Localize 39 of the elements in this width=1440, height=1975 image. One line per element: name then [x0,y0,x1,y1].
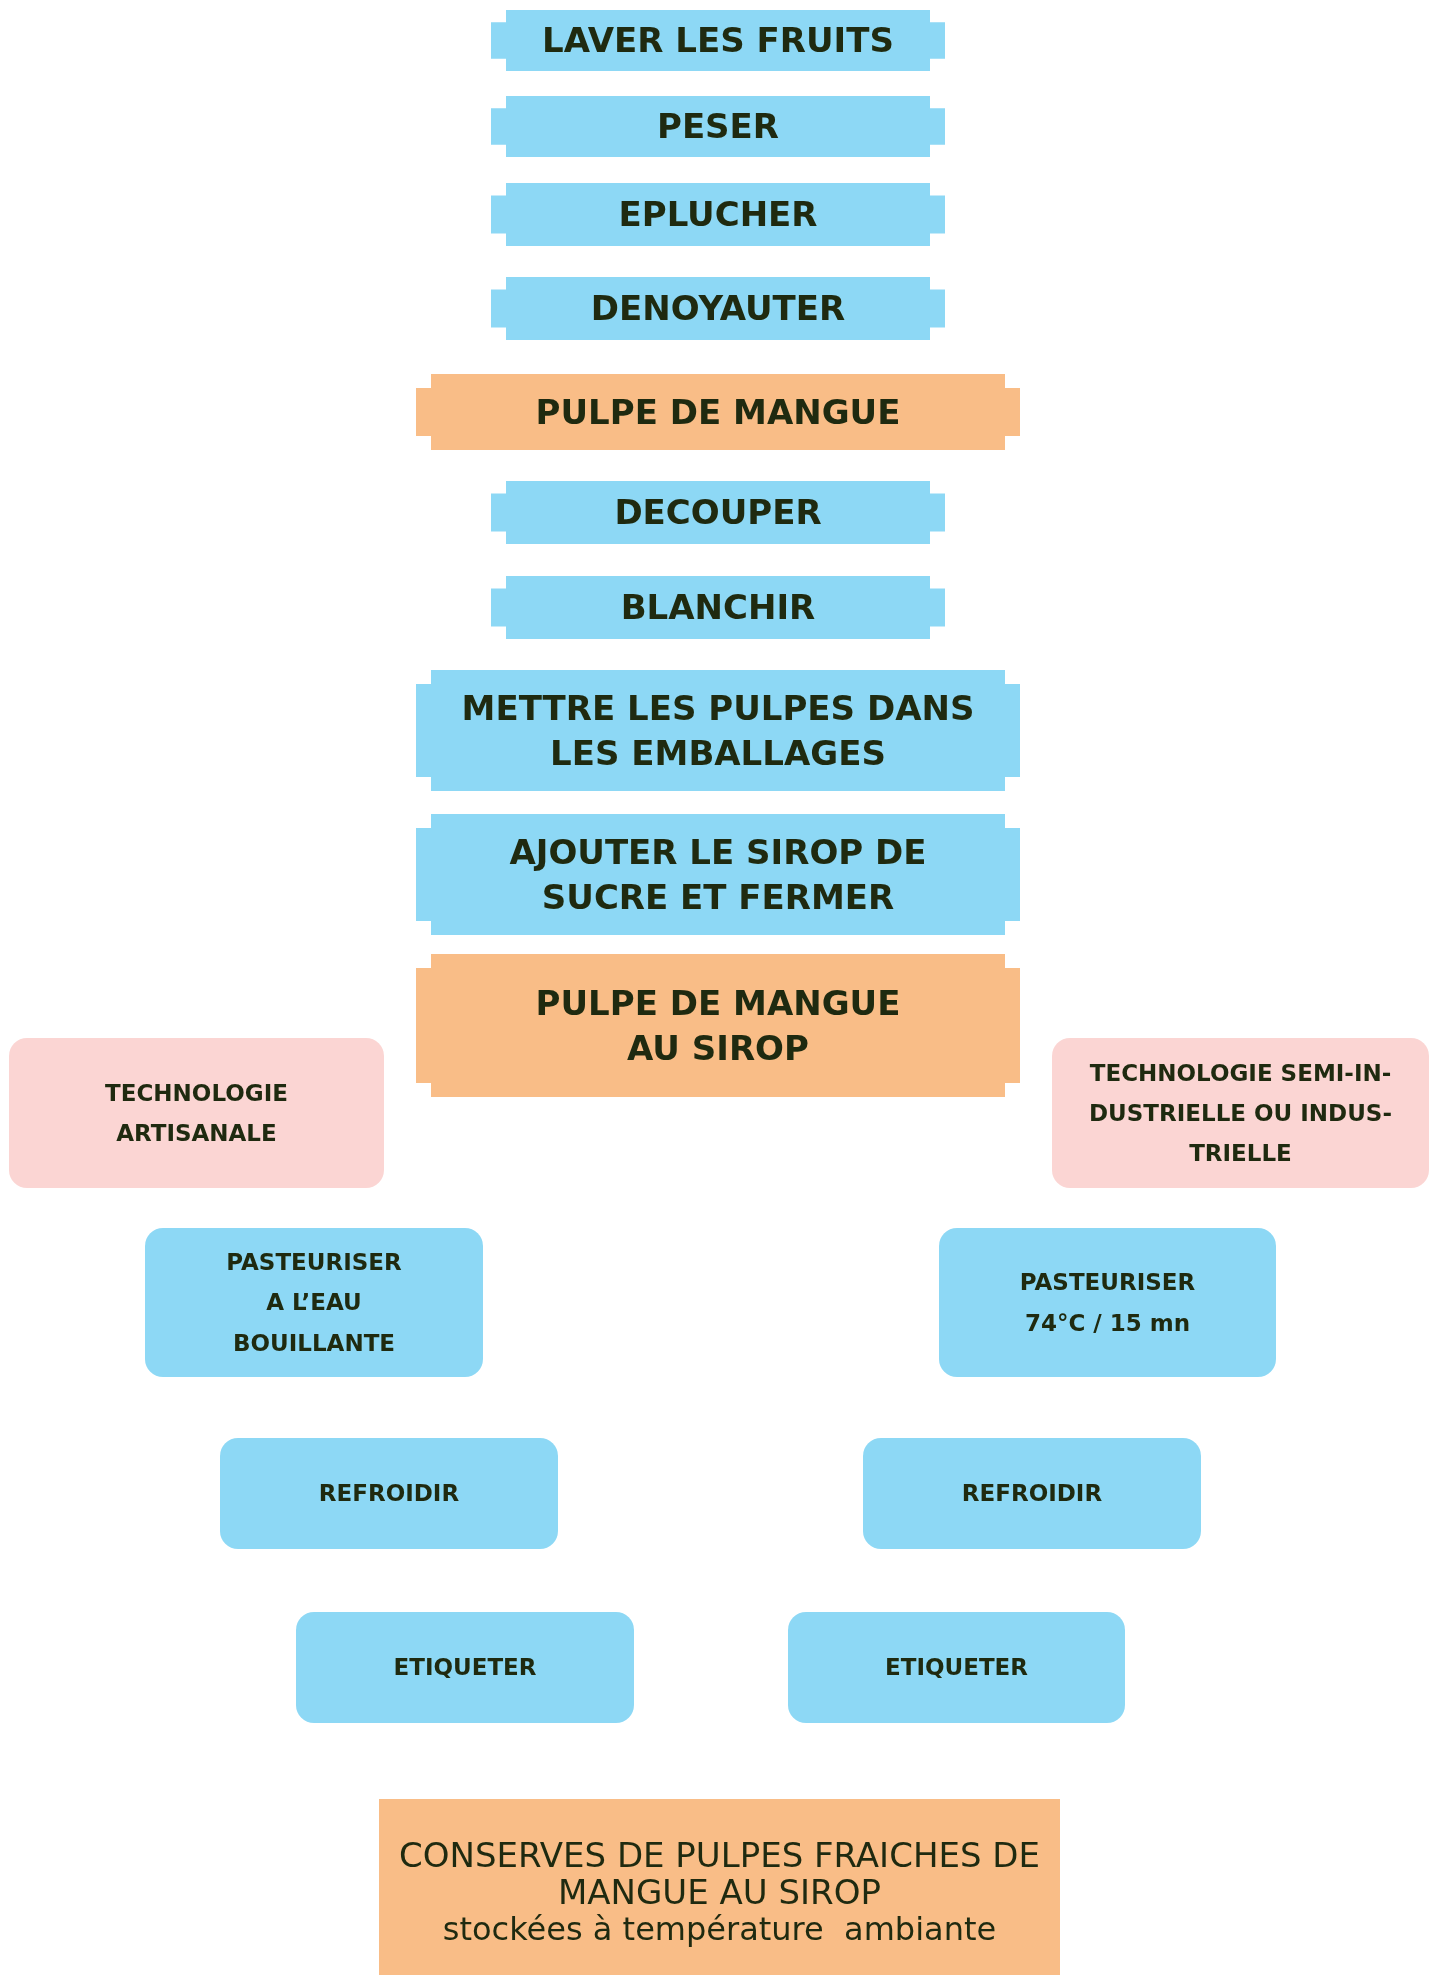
process-step-box [491,481,945,544]
step-label: PULPE DE MANGUE AU SIROP [534,982,902,1070]
step-label: TECHNOLOGIE SEMI-IN-DUSTRIELLE OU INDUS-TRIELLE [1088,1058,1393,1169]
step-label: PESER [656,105,779,149]
technology-box [1052,1038,1429,1188]
process-step-box [491,183,945,246]
process-step-box [416,954,1020,1097]
process-step-box [416,814,1020,935]
process-step-box [416,670,1020,791]
technology-box [9,1038,384,1188]
process-step-box [145,1228,483,1377]
process-step-box [491,10,945,71]
step-label: EPLUCHER [618,193,818,237]
process-step-box [939,1228,1276,1377]
step-label: REFROIDIR [318,1479,460,1509]
process-step-box [491,277,945,340]
step-label: AJOUTER LE SIROP DE SUCRE ET FERMER [508,831,928,919]
step-label: PASTEURISER 74°C / 15 mn [1018,1268,1197,1338]
process-step-box [863,1438,1201,1549]
step-label: METTRE LES PULPES DANS LES EMBALLAGES [460,687,976,775]
step-label: TECHNOLOGIE ARTISANALE [104,1078,289,1148]
process-step-box [788,1612,1125,1723]
process-step-box [416,374,1020,450]
process-step-box [220,1438,558,1549]
process-step-box [296,1612,634,1723]
step-label: ETIQUETER [393,1653,537,1683]
step-label: ETIQUETER [885,1653,1028,1683]
step-label: DECOUPER [614,491,822,535]
process-step-box [491,576,945,639]
step-label: DENOYAUTER [590,287,846,331]
process-step-box [491,96,945,157]
result-title: CONSERVES DE PULPES FRAICHES DE MANGUE AU SIROP [398,1837,1041,1912]
step-label: PASTEURISER A L’EAU BOUILLANTE [225,1248,403,1358]
step-label: LAVER LES FRUITS [542,19,894,63]
step-label: REFROIDIR [961,1479,1103,1509]
step-label: BLANCHIR [620,586,816,630]
step-label: PULPE DE MANGUE [535,390,901,434]
storage-note: stockées à température ambiante [442,1911,997,1947]
result-box [379,1799,1060,1975]
